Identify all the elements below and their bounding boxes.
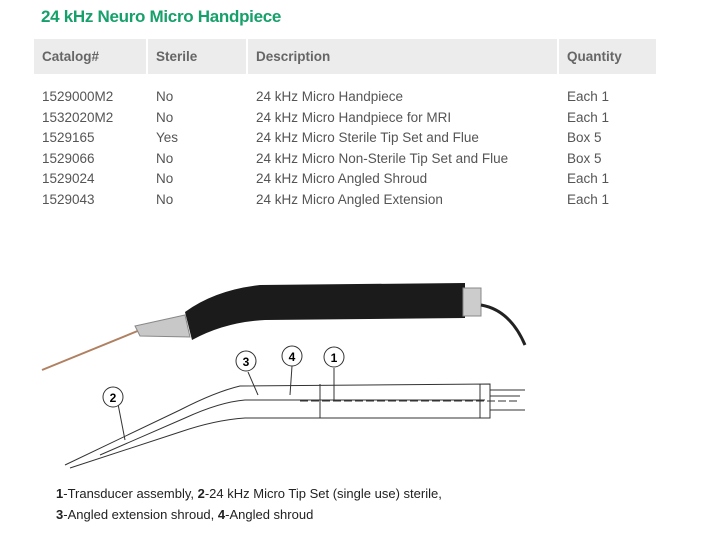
cell-catalog: 1529024 xyxy=(42,171,95,186)
table-row: 1529066 No 24 kHz Micro Non-Sterile Tip Se… xyxy=(34,149,658,170)
cell-sterile: No xyxy=(156,191,174,207)
cell-description: 24 kHz Micro Handpiece for MRI xyxy=(256,109,452,125)
table-row: 1529024 No 24 kHz Micro Angled Shroud Each … xyxy=(34,169,658,190)
cross-section-drawing xyxy=(64,345,525,469)
cell-quantity: Each 1 xyxy=(567,191,610,207)
label-3: 3 xyxy=(243,355,250,369)
cell-sterile: No xyxy=(156,171,174,186)
cell-sterile: No xyxy=(156,89,174,104)
table-row: 1529000M2 No 24 kHz Micro Handpiece Each 1 xyxy=(34,87,658,108)
cell-catalog: 1529043 xyxy=(42,191,95,207)
cell-quantity: Box 5 xyxy=(567,150,602,166)
caption-line-2: 3-Angled extension shroud, 4-Angled shro… xyxy=(56,507,314,522)
cell-quantity: Each 1 xyxy=(567,171,610,186)
label-4: 4 xyxy=(289,350,296,364)
header-description: Description xyxy=(248,39,559,74)
cell-quantity: Box 5 xyxy=(567,130,602,145)
header-sterile: Sterile xyxy=(148,39,248,74)
table-row: 1529165 Yes 24 kHz Micro Sterile Tip Set a… xyxy=(34,128,658,149)
catalog-table: Catalog# Sterile Description Quantity 15… xyxy=(34,39,658,210)
handpiece-photo xyxy=(41,283,527,371)
cell-description: 24 kHz Micro Non-Sterile Tip Set and Flu… xyxy=(256,150,509,166)
label-1: 1 xyxy=(331,351,338,365)
cell-description: 24 kHz Micro Handpiece xyxy=(256,89,404,104)
cell-catalog: 1529066 xyxy=(42,150,95,166)
cell-description: 24 kHz Micro Angled Shroud xyxy=(256,171,428,186)
table-row: 1532020M2 No 24 kHz Micro Handpiece for MR… xyxy=(34,108,658,129)
cell-catalog: 1529165 xyxy=(42,130,95,145)
cell-sterile: No xyxy=(156,109,174,125)
label-2: 2 xyxy=(110,391,117,405)
cell-sterile: No xyxy=(156,150,174,166)
table-header: Catalog# Sterile Description Quantity xyxy=(34,39,658,74)
cell-quantity: Each 1 xyxy=(567,89,610,104)
header-quantity: Quantity xyxy=(559,39,658,74)
table-row: 1529043 No 24 kHz Micro Angled Extension Ea… xyxy=(34,190,658,211)
cell-catalog: 1532020M2 xyxy=(42,109,114,125)
cell-description: 24 kHz Micro Sterile Tip Set and Flue xyxy=(256,130,479,145)
header-catalog: Catalog# xyxy=(34,39,148,74)
page-title: 24 kHz Neuro Micro Handpiece xyxy=(41,7,282,26)
cell-sterile: Yes xyxy=(156,130,179,145)
caption-line-1: 1-Transducer assembly, 2-24 kHz Micro Ti… xyxy=(56,486,442,501)
cell-catalog: 1529000M2 xyxy=(42,89,114,104)
figure-caption: 1-Transducer assembly, 2-24 kHz Micro Ti… xyxy=(56,483,442,525)
cell-quantity: Each 1 xyxy=(567,109,610,125)
cell-description: 24 kHz Micro Angled Extension xyxy=(256,191,443,207)
